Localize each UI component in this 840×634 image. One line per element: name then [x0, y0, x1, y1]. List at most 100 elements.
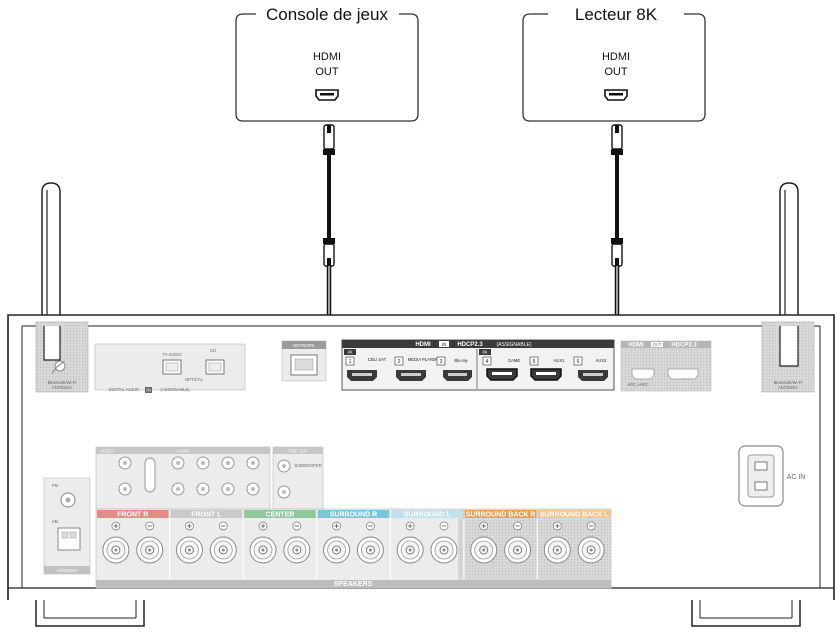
game-console-title: Console de jeux	[266, 5, 388, 24]
speaker-group-2: FRONT L	[168, 510, 243, 579]
hdmi-port-2-name: MEDIA PLAYER	[408, 357, 438, 362]
speaker-terminal	[209, 521, 237, 564]
hdmi-in-port-3: 3 Blu-ray	[436, 356, 472, 381]
device-8k-player: Lecteur 8K HDMI OUT	[522, 5, 706, 122]
speaker-groups: FRONT R FRONT L CENTER SURROUND R SURROUND L…	[97, 510, 610, 579]
hdmi-port-3-num: 3	[440, 359, 443, 365]
rca-jacks	[118, 456, 260, 496]
antenna-label-left: Bluetooth/Wi-Fi	[48, 380, 77, 385]
digital-audio-in-badge: IN	[146, 388, 150, 393]
hdmi-port-icon	[604, 89, 628, 101]
hdmi-in-port-1: 1 CBL/ SAT	[345, 356, 387, 381]
tv-audio-label: TV AUDIO	[162, 352, 182, 357]
hdmi-port-1-num: 1	[349, 359, 352, 365]
digital-audio-assignable: (ASSIGNABLE)	[160, 387, 190, 392]
speaker-terminal	[356, 521, 384, 564]
speaker-terminal	[504, 521, 532, 564]
speaker-terminal	[396, 521, 424, 564]
speaker-group-label: FRONT R	[117, 512, 148, 519]
receiver-foot-left	[35, 600, 145, 627]
hdmi-port-1-name: CBL/ SAT	[368, 357, 387, 362]
speaker-group-label: SURROUND R	[330, 512, 377, 519]
speaker-terminal	[543, 521, 571, 564]
device-game-console: Console de jeux HDMI OUT	[235, 5, 419, 122]
speaker-terminal	[323, 521, 351, 564]
speaker-group-6: SURROUND BACK R	[463, 510, 537, 579]
network-label: NETWORK	[293, 343, 315, 348]
hdmi-in-label: HDMI	[415, 342, 431, 348]
antenna-block-label: ANTENNA	[57, 568, 77, 573]
speaker-group-label: FRONT L	[191, 512, 222, 519]
hdmi-in-8k-badge: 8K	[482, 350, 487, 355]
digital-audio-label: DIGITAL AUDIO	[109, 387, 140, 392]
am-label: AM	[52, 519, 59, 524]
speaker-group-label: CENTER	[266, 512, 295, 519]
cd-label: CD	[210, 348, 216, 353]
digital-audio-block: TV AUDIO CD OPTICAL DIGITAL AUDIO IN (AS…	[94, 343, 246, 393]
speakers-label: SPEAKERS	[334, 581, 373, 588]
hdmi-out-hdcp: HDCP2.3	[671, 343, 697, 349]
speaker-group-4: SURROUND R	[316, 510, 390, 579]
hdmi-out-label: HDMI	[628, 343, 644, 349]
hdmi-in-port-5: 5 AUX1	[529, 356, 566, 381]
speaker-terminal	[430, 521, 458, 564]
8k-player-port-line2: OUT	[604, 66, 628, 78]
speaker-terminal	[249, 521, 277, 564]
optical-label: OPTICAL	[185, 377, 204, 382]
subwoofer-label: SUBWOOFER	[294, 463, 321, 468]
hdmi-in-4k-badge: 4K	[347, 350, 352, 355]
speaker-group-5: SURROUND L	[389, 510, 463, 579]
hdmi-in-port-6: 6 AUX2	[573, 356, 608, 381]
antenna-sub-left: ANTENNA	[52, 385, 72, 390]
hdmi-in-hdcp: HDCP2.3	[457, 342, 483, 348]
speaker-group-1: FRONT R	[97, 510, 169, 564]
antenna-base-right: Bluetooth/Wi-Fi ANTENNA	[761, 321, 815, 393]
speaker-group-label: SURROUND L	[404, 512, 451, 519]
hdmi-port-5-num: 5	[533, 359, 536, 365]
speaker-terminal	[136, 521, 164, 564]
speaker-terminal	[577, 521, 605, 564]
hdmi-in-port-2: 2 MEDIA PLAYER	[394, 356, 438, 381]
pre-out-label: PRE OUT	[289, 449, 308, 454]
game-console-port-line2: OUT	[315, 66, 339, 78]
antenna-left	[41, 182, 61, 322]
hdmi-port-icon	[315, 89, 339, 101]
hdmi-port-4-name: GAME	[508, 358, 521, 363]
hdmi-in-assignable: (ASSIGNABLE)	[496, 342, 531, 348]
audio-in-label-2: AUDIO	[176, 449, 190, 454]
ac-in-block: AC IN	[738, 445, 806, 507]
ac-in-label: AC IN	[787, 474, 806, 481]
hdmi-out-arc: ARC eARC	[627, 382, 648, 387]
speaker-group-label: SURROUND BACK L	[540, 512, 610, 519]
speaker-terminal	[283, 521, 311, 564]
hdmi-port-3-name: Blu-ray	[454, 358, 468, 363]
antenna-sub-right: ANTENNA	[778, 385, 798, 390]
network-port-block: NETWORK	[281, 340, 327, 382]
speakers-panel: FRONT R FRONT L CENTER SURROUND R SURROUND L…	[95, 508, 612, 589]
hdmi-port-5-name: AUX1	[554, 358, 566, 363]
speaker-terminal	[470, 521, 498, 564]
game-console-port-line1: HDMI	[313, 51, 341, 63]
antenna-base-left: Bluetooth/Wi-Fi ANTENNA	[35, 321, 89, 393]
hdmi-in-block: HDMI IN HDCP2.3 (ASSIGNABLE) 4K 8K 1 CBL…	[341, 339, 615, 391]
antenna-right	[779, 182, 799, 322]
speaker-group-3: CENTER	[242, 510, 316, 579]
speaker-terminal	[102, 521, 130, 564]
8k-player-port-line1: HDMI	[602, 51, 630, 63]
analog-audio-block: AUDIO AUDIO	[95, 446, 271, 510]
pre-out-block: PRE OUT SUBWOOFER	[272, 446, 324, 510]
hdmi-in-badge: IN	[442, 342, 446, 347]
receiver-foot-right	[691, 600, 801, 627]
audio-in-label: AUDIO	[100, 449, 114, 454]
hdmi-port-4-num: 4	[486, 359, 489, 365]
av-receiver: Bluetooth/Wi-Fi ANTENNA Bluetooth/Wi-Fi …	[7, 314, 835, 600]
hdmi-in-port-4: 4 GAME	[482, 356, 521, 381]
hdmi-port-6-name: AUX2	[596, 358, 608, 363]
antenna-label-right: Bluetooth/Wi-Fi	[774, 380, 803, 385]
8k-player-title: Lecteur 8K	[575, 5, 658, 24]
speaker-group-7: SURROUND BACK L	[536, 510, 610, 579]
speaker-terminal	[175, 521, 203, 564]
hdmi-out-badge: OUT	[653, 342, 662, 347]
